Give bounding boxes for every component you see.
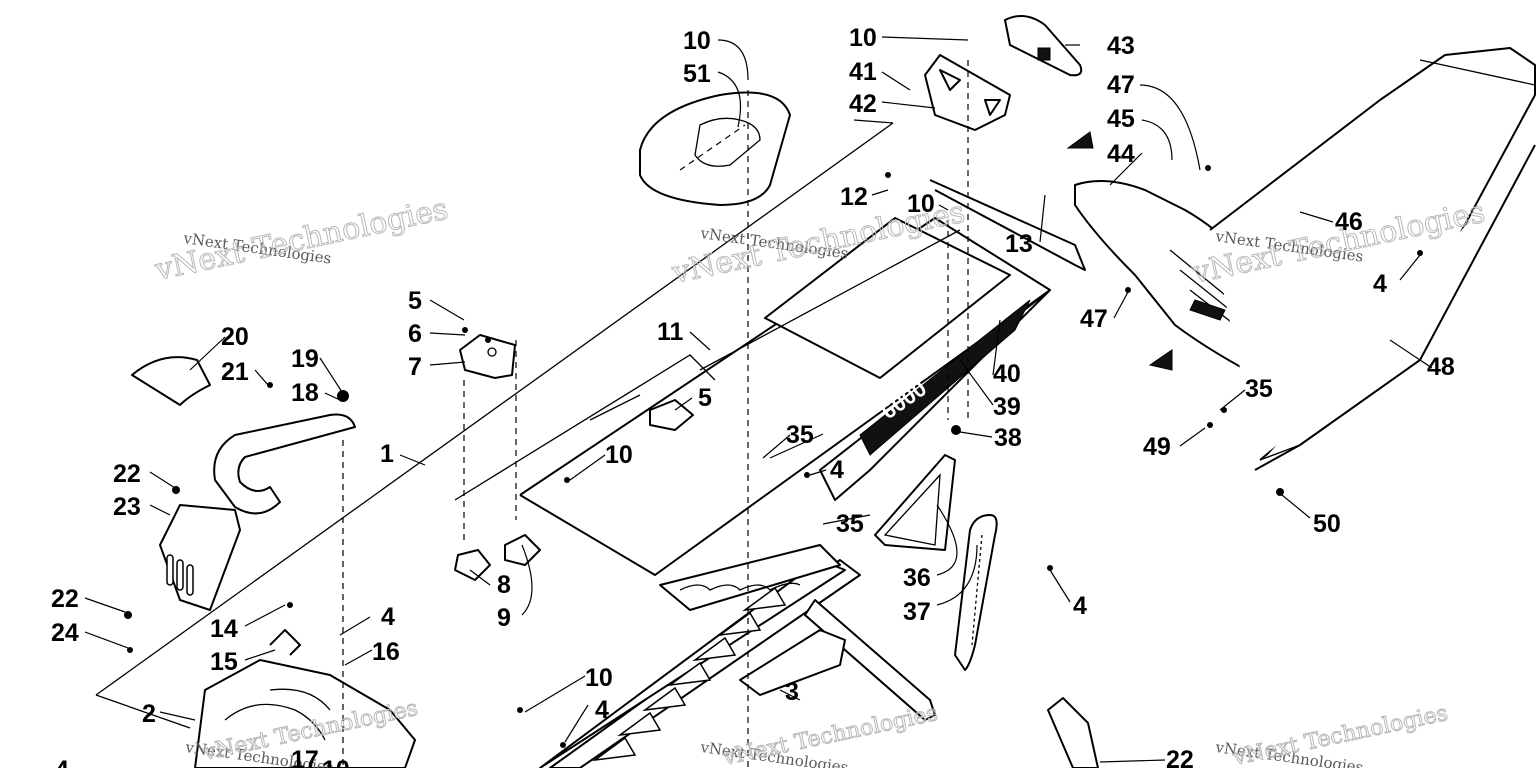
callout-label: 22	[51, 585, 79, 613]
part-43	[1004, 15, 1083, 77]
callout-label: 40	[993, 360, 1021, 388]
callout-label: 42	[849, 90, 877, 118]
callout-label: 1	[380, 440, 394, 468]
seat-cushion	[639, 91, 791, 206]
callout-label: 22	[113, 460, 141, 488]
callout-label: 44	[1107, 140, 1135, 168]
plate-8	[454, 549, 491, 581]
callout-label: 39	[993, 393, 1021, 421]
callout-label: 38	[994, 424, 1022, 452]
rear-bumper-48	[1209, 47, 1536, 471]
callout-label: 49	[1143, 433, 1171, 461]
callout-label: 47	[1080, 305, 1108, 333]
callout-label: 8	[497, 571, 511, 599]
callout-label: 46	[1335, 208, 1363, 236]
callout-label: 11	[657, 318, 684, 346]
callout-label: 3	[785, 678, 799, 706]
callout-label: 4	[55, 756, 69, 768]
callout-label: 50	[1313, 510, 1341, 538]
callout-label: 5	[408, 287, 422, 315]
callout-label: 37	[903, 598, 931, 626]
callout-label: 12	[840, 183, 868, 211]
rail-bar	[804, 599, 936, 721]
callout-label: 20	[221, 323, 249, 351]
callout-label: 4	[381, 603, 395, 631]
callout-label: 21	[221, 358, 249, 386]
callout-label: 13	[1005, 230, 1033, 258]
plate-9	[504, 534, 541, 566]
alignment-lines	[342, 60, 969, 768]
callout-label: 24	[51, 619, 79, 647]
callout-label: 19	[291, 345, 319, 373]
bracket-13	[929, 179, 1086, 271]
callout-label: 22	[1166, 746, 1194, 768]
callout-label: 4	[595, 696, 609, 724]
callout-label: 4	[830, 456, 844, 484]
callout-label: 4	[1373, 270, 1387, 298]
callout-label: 35	[1245, 375, 1273, 403]
callout-label: 18	[291, 379, 319, 407]
direction-arrows	[1066, 131, 1173, 371]
callout-label: 7	[408, 353, 422, 381]
bracket-22-lower	[1047, 697, 1099, 768]
cover-20	[131, 356, 211, 406]
plate-5	[649, 399, 694, 431]
callout-label: 10	[605, 441, 633, 469]
callout-label: 10	[585, 664, 613, 692]
callout-label: 10	[683, 27, 711, 55]
gusset-36	[874, 454, 956, 551]
leader-lines	[84, 36, 1433, 763]
callout-label: 51	[683, 60, 711, 88]
running-board	[539, 544, 861, 768]
callout-label: 23	[113, 493, 141, 521]
callout-label: 36	[903, 564, 931, 592]
callout-label: 9	[497, 604, 511, 632]
callout-label: 10	[849, 24, 877, 52]
callout-label: 48	[1427, 353, 1455, 381]
callout-label: 6	[408, 320, 422, 348]
callouts: 10 51 10 41 42 43 47 45 44 12 10 13 46 4…	[51, 24, 1455, 768]
callout-label: 47	[1107, 71, 1135, 99]
callout-label: 45	[1107, 105, 1135, 133]
callout-label: 17	[291, 746, 319, 768]
rear-bumper-lower	[194, 629, 416, 768]
callout-label: 15	[210, 648, 238, 676]
fasteners	[124, 165, 1423, 748]
rail-37	[954, 514, 998, 671]
callout-label: 16	[372, 638, 400, 666]
callout-label: 10	[907, 190, 935, 218]
callout-label: 4	[1073, 592, 1087, 620]
callout-label: 10	[322, 756, 350, 768]
grab-handle-18	[213, 413, 356, 515]
bracket-3	[739, 629, 846, 696]
hitch-bracket-42	[924, 54, 1011, 131]
callout-label: 5	[698, 384, 712, 412]
callout-label: 35	[836, 510, 864, 538]
callout-label: 35	[786, 421, 814, 449]
callout-label: 2	[142, 700, 156, 728]
callout-label: 43	[1107, 32, 1135, 60]
tunnel-side: 6000	[819, 289, 1051, 501]
callout-label: 41	[849, 58, 877, 86]
side-plate-23	[159, 504, 241, 611]
callout-label: 14	[210, 615, 238, 643]
bracket-7	[459, 334, 516, 379]
